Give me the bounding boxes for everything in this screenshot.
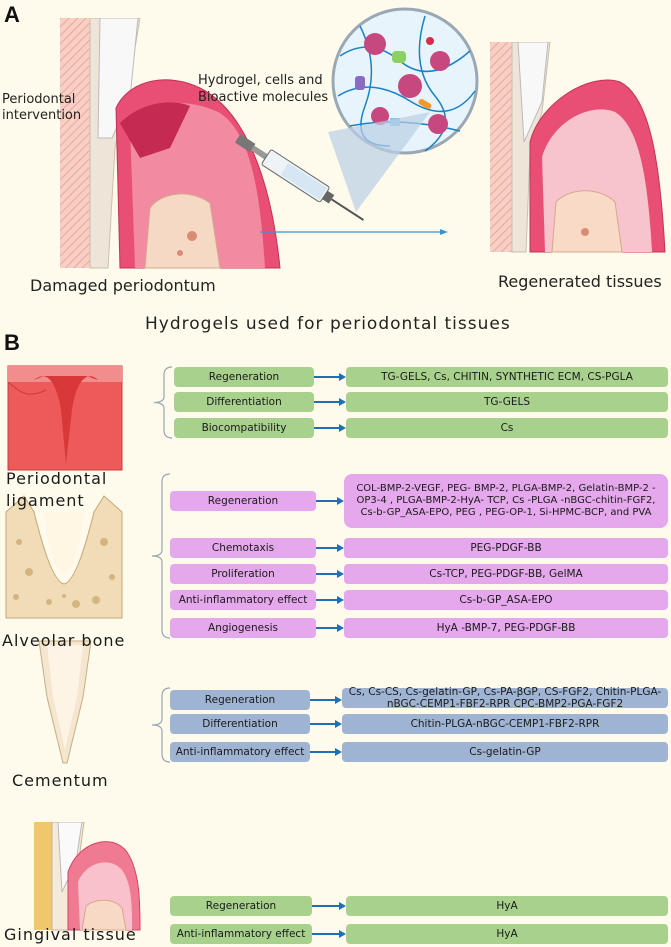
arrow-icon xyxy=(310,748,342,756)
effect-box: Chemotaxis xyxy=(170,538,316,558)
damaged-periodontium-illustration xyxy=(60,18,281,269)
hydrogel-result-box: Cs-b-GP_ASA-EPO xyxy=(344,590,668,610)
periodontal-intervention-label: Periodontal intervention xyxy=(2,92,82,123)
effect-box: Differentiation xyxy=(174,392,314,412)
group-brace xyxy=(151,687,171,763)
magnification-funnel xyxy=(328,112,430,212)
hydrogel-result-box: PEG-PDGF-BB xyxy=(344,538,668,558)
hydrogel-result-box: HyA -BMP-7, PEG-PDGF-BB xyxy=(344,618,668,638)
effect-box: Anti-inflammatory effect xyxy=(170,924,312,944)
hydrogel-result-box: Chitin-PLGA-nBGC-CEMP1-FBF2-RPR xyxy=(342,714,668,734)
panel-a-letter: A xyxy=(4,2,20,27)
arrow-icon xyxy=(316,570,344,578)
panel-b-title: Hydrogels used for periodontal tissues xyxy=(145,314,511,334)
effect-box: Regeneration xyxy=(170,896,312,916)
effect-box: Anti-inflammatory effect xyxy=(170,590,316,610)
effect-box: Biocompatibility xyxy=(174,418,314,438)
group-brace xyxy=(153,366,173,439)
hydrogel-cells-label: Hydrogel, cells and Bioactive molecules xyxy=(198,73,329,105)
effect-box: Regeneration xyxy=(170,690,310,710)
arrow-icon xyxy=(316,596,344,604)
syringe-icon xyxy=(234,134,364,221)
hydrogel-result-box: Cs, Cs-CS, Cs-gelatin-GP, Cs-PA-βGP, CS-… xyxy=(342,686,668,710)
hydrogel-result-box: HyA xyxy=(346,896,668,916)
arrow-icon xyxy=(316,497,344,505)
cementum-illustration xyxy=(38,640,92,764)
regenerated-tissues-illustration xyxy=(490,42,666,253)
arrow-icon xyxy=(316,544,344,552)
panel-a: A Periodontal intervention Hydrogel, cel… xyxy=(0,0,671,312)
damaged-periodontum-label: Damaged periodontum xyxy=(30,276,216,295)
arrow-icon xyxy=(310,720,342,728)
arrow-icon xyxy=(314,424,346,432)
tissue-label: Cementum xyxy=(12,771,109,790)
effect-box: Regeneration xyxy=(174,367,314,387)
regenerated-tissues-label: Regenerated tissues xyxy=(498,272,662,291)
hydrogel-result-box: Cs-gelatin-GP xyxy=(342,742,668,762)
effect-box: Angiogenesis xyxy=(170,618,316,638)
hydrogel-result-box: TG-GELS, Cs, CHITIN, SYNTHETIC ECM, CS-P… xyxy=(346,367,668,387)
effect-box: Anti-inflammatory effect xyxy=(170,742,310,762)
hydrogel-result-box: COL-BMP-2-VEGF, PEG- BMP-2, PLGA-BMP-2, … xyxy=(344,474,668,528)
effect-box: Differentiation xyxy=(170,714,310,734)
hydrogel-result-box: HyA xyxy=(346,924,668,944)
periodontal-ligament-illustration xyxy=(7,365,123,471)
arrow-icon xyxy=(310,696,342,704)
hydrogel-result-box: Cs-TCP, PEG-PDGF-BB, GelMA xyxy=(344,564,668,584)
alveolar-bone-illustration xyxy=(5,495,123,619)
arrow-icon xyxy=(316,624,344,632)
arrow-icon xyxy=(314,373,346,381)
tissue-label: Alveolar bone xyxy=(2,631,126,650)
hydrogel-result-box: TG-GELS xyxy=(346,392,668,412)
effect-box: Regeneration xyxy=(170,491,316,511)
effect-box: Proliferation xyxy=(170,564,316,584)
gingival-tissue-illustration xyxy=(34,822,141,931)
hydrogel-result-box: Cs xyxy=(346,418,668,438)
panel-b-letter: B xyxy=(4,330,20,355)
arrow-icon xyxy=(312,930,346,938)
tissue-label: Gingival tissue xyxy=(4,925,137,944)
arrow-icon xyxy=(314,398,346,406)
group-brace xyxy=(151,473,171,639)
panel-b: B Hydrogels used for periodontal tissues… xyxy=(0,312,671,947)
transition-arrow xyxy=(260,229,448,235)
arrow-icon xyxy=(312,902,346,910)
